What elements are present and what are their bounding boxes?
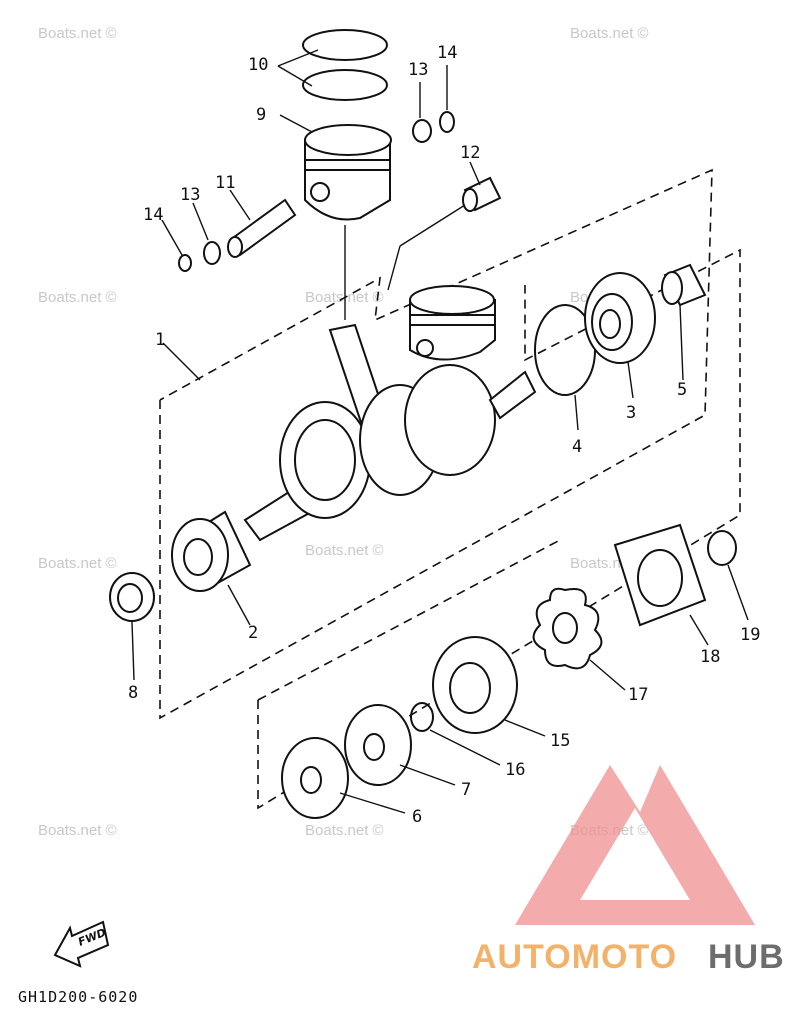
callout-15: 15: [550, 731, 570, 751]
watermark-text: Boats.net ©: [38, 555, 117, 572]
needle-bearing: [462, 176, 502, 212]
collar: [661, 263, 707, 307]
callout-18: 18: [700, 647, 720, 667]
callout-7: 7: [461, 780, 471, 800]
callout-9: 9: [256, 105, 266, 125]
callout-14-right: 14: [437, 43, 457, 63]
callout-12: 12: [460, 143, 480, 163]
assembly-outline-drive: [257, 248, 741, 810]
callout-3: 3: [626, 403, 636, 423]
oil-seal: [109, 572, 155, 622]
callout-10: 10: [248, 55, 268, 75]
o-ring: [410, 702, 434, 732]
diagram-code: GH1D200-6020: [18, 988, 138, 1006]
main-bearing-left: [171, 510, 252, 592]
callout-6: 6: [412, 807, 422, 827]
assembly-outline-crankshaft: [159, 168, 713, 720]
callout-11: 11: [215, 173, 235, 193]
callout-5: 5: [677, 380, 687, 400]
callout-4: 4: [572, 437, 582, 457]
callout-8: 8: [128, 683, 138, 703]
callout-16: 16: [505, 760, 525, 780]
watermark-text: Boats.net ©: [38, 289, 117, 306]
piston-rings: [302, 29, 388, 101]
spacer-plates: [281, 704, 412, 819]
callout-13-left: 13: [180, 185, 200, 205]
watermark-text: Boats.net ©: [305, 542, 384, 559]
washer: [707, 530, 737, 566]
callout-1: 1: [155, 330, 165, 350]
piston-pin: [227, 198, 297, 258]
watermark-text: Boats.net ©: [38, 822, 117, 839]
coupling: [613, 523, 707, 627]
brand-name-automoto: AUTOMOTO: [472, 938, 677, 976]
main-bearing-right: [584, 272, 656, 364]
damper: [532, 587, 603, 670]
callout-leaders: [131, 49, 749, 814]
callout-13-right: 13: [408, 60, 428, 80]
automotohub-logo: AUTOMOTO HUB: [472, 765, 785, 976]
watermark-text: Boats.net ©: [38, 25, 117, 42]
coupling-housing: [432, 636, 518, 734]
piston-upper: [304, 124, 392, 221]
brand-name-hub: HUB: [708, 938, 785, 976]
piston-pin-clips: [178, 111, 455, 272]
callout-2: 2: [248, 623, 258, 643]
callout-14-left: 14: [143, 205, 163, 225]
callout-17: 17: [628, 685, 648, 705]
callout-numbers: 1 2 3 4 5 6 7 8 9 10 11 12 13 13 14 14 1…: [128, 43, 760, 827]
crankshaft-assembly: [243, 285, 537, 542]
callout-19: 19: [740, 625, 760, 645]
forward-arrow-icon: FWD: [53, 920, 110, 968]
watermark-text: Boats.net ©: [305, 822, 384, 839]
watermark-text: Boats.net ©: [570, 25, 649, 42]
